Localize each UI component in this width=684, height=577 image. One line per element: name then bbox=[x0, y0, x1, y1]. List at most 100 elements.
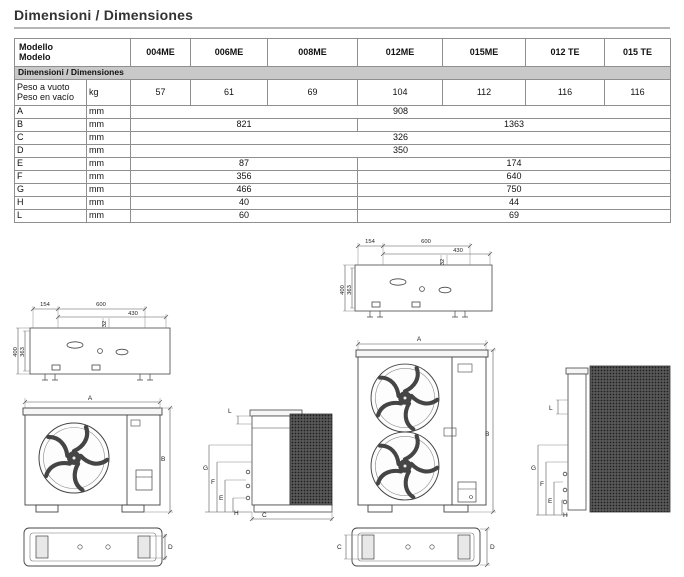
dim-row-label: B bbox=[14, 118, 87, 132]
dim-row-label: F bbox=[14, 170, 87, 184]
small-unit-top-view-drawing bbox=[16, 306, 171, 381]
weight-label-it: Peso a vuoto bbox=[17, 81, 70, 92]
weight-value: 69 bbox=[267, 79, 358, 106]
dim-label-400: 400 bbox=[13, 347, 19, 357]
weight-label-es: Peso en vacío bbox=[17, 91, 75, 102]
dim-label-E: E bbox=[548, 498, 553, 505]
dim-value-cell: 40 bbox=[130, 196, 358, 210]
model-header: 004ME bbox=[130, 38, 191, 67]
dim-label-B: B bbox=[161, 456, 165, 463]
dim-value-cell: 350 bbox=[130, 144, 671, 158]
dim-value-cell: 174 bbox=[357, 157, 671, 171]
weight-label: Peso a vuoto Peso en vacío bbox=[14, 79, 87, 106]
model-header: 015 TE bbox=[604, 38, 671, 67]
model-header: 012ME bbox=[357, 38, 443, 67]
dim-label-H: H bbox=[563, 512, 568, 519]
dim-row-label: C bbox=[14, 131, 87, 145]
weight-value: 104 bbox=[357, 79, 443, 106]
dim-row-label: E bbox=[14, 157, 87, 171]
model-header: 006ME bbox=[190, 38, 268, 67]
dim-row-label: A bbox=[14, 105, 87, 119]
dim-row-unit: mm bbox=[86, 157, 131, 171]
dim-row-unit: mm bbox=[86, 170, 131, 184]
table-row: H mm 40 44 bbox=[14, 196, 671, 210]
model-label-es: Modelo bbox=[19, 51, 51, 62]
section-header: Dimensioni / Dimensiones bbox=[14, 66, 671, 80]
dim-label-D: D bbox=[168, 544, 173, 551]
dim-value-cell: 44 bbox=[357, 196, 671, 210]
fan-icon bbox=[39, 423, 109, 493]
dim-label-600: 600 bbox=[421, 239, 431, 245]
dim-value-cell: 326 bbox=[130, 131, 671, 145]
model-header: 015ME bbox=[442, 38, 526, 67]
dim-label-363: 363 bbox=[20, 347, 26, 357]
dim-label-B: B bbox=[485, 431, 489, 438]
weight-value: 57 bbox=[130, 79, 191, 106]
weight-row: Peso a vuoto Peso en vacío kg 57 61 69 1… bbox=[14, 79, 671, 106]
weight-value: 116 bbox=[525, 79, 605, 106]
section-header-row: Dimensioni / Dimensiones bbox=[14, 66, 671, 80]
dim-value-cell: 821 bbox=[130, 118, 358, 132]
small-unit-side-view-drawing bbox=[205, 409, 335, 522]
dim-label-L: L bbox=[549, 405, 553, 412]
large-unit-base-view-drawing bbox=[344, 526, 490, 568]
dim-label-F: F bbox=[211, 479, 215, 486]
large-unit-side-view-drawing bbox=[536, 365, 671, 516]
table-row: L mm 60 69 bbox=[14, 209, 671, 223]
dim-label-E: E bbox=[219, 495, 224, 502]
small-unit-front-view-drawing bbox=[22, 398, 173, 515]
dim-label-32: 32 bbox=[440, 259, 446, 265]
dim-value-cell: 640 bbox=[357, 170, 671, 184]
dim-row-unit: mm bbox=[86, 131, 131, 145]
dim-label-A: A bbox=[88, 395, 93, 402]
dim-row-label: D bbox=[14, 144, 87, 158]
model-header: 008ME bbox=[267, 38, 358, 67]
dim-value-cell: 1363 bbox=[357, 118, 671, 132]
title-divider bbox=[14, 27, 670, 29]
dim-row-unit: mm bbox=[86, 196, 131, 210]
table-row: C mm 326 bbox=[14, 131, 671, 145]
dim-value-cell: 60 bbox=[130, 209, 358, 223]
dim-label-L: L bbox=[228, 408, 232, 415]
dim-row-unit: mm bbox=[86, 209, 131, 223]
small-unit-base-view-drawing bbox=[23, 527, 168, 567]
dim-row-unit: mm bbox=[86, 105, 131, 119]
dim-row-label: G bbox=[14, 183, 87, 197]
dim-label-430: 430 bbox=[453, 248, 463, 254]
model-label-it: Modello bbox=[19, 41, 53, 52]
table-row: D mm 350 bbox=[14, 144, 671, 158]
dim-row-unit: mm bbox=[86, 118, 131, 132]
dim-label-G: G bbox=[531, 465, 536, 472]
fan-icon bbox=[371, 364, 439, 432]
weight-unit: kg bbox=[86, 79, 131, 106]
dim-label-F: F bbox=[540, 481, 544, 488]
table-row: F mm 356 640 bbox=[14, 170, 671, 184]
dim-value-cell: 69 bbox=[357, 209, 671, 223]
dim-row-unit: mm bbox=[86, 144, 131, 158]
dim-label-C: C bbox=[262, 512, 267, 519]
weight-value: 112 bbox=[442, 79, 526, 106]
weight-value: 116 bbox=[604, 79, 671, 106]
dim-label-32: 32 bbox=[102, 321, 108, 327]
dim-label-D: D bbox=[490, 544, 495, 551]
dimensions-table: Modello Modelo 004ME 006ME 008ME 012ME 0… bbox=[14, 38, 671, 223]
technical-drawings: 154 600 430 32 400 363 154 600 430 32 40… bbox=[13, 239, 671, 568]
table-row: A mm 908 bbox=[14, 105, 671, 119]
dim-row-label: L bbox=[14, 209, 87, 223]
weight-value: 61 bbox=[190, 79, 268, 106]
table-header-row: Modello Modelo 004ME 006ME 008ME 012ME 0… bbox=[14, 38, 671, 67]
dim-row-label: H bbox=[14, 196, 87, 210]
model-header: 012 TE bbox=[525, 38, 605, 67]
dim-value-cell: 908 bbox=[130, 105, 671, 119]
table-row: B mm 821 1363 bbox=[14, 118, 671, 132]
large-unit-top-view-drawing bbox=[343, 243, 493, 318]
dim-label-430: 430 bbox=[128, 311, 138, 317]
dim-label-600: 600 bbox=[96, 302, 106, 308]
dim-value-cell: 466 bbox=[130, 183, 358, 197]
model-column-header: Modello Modelo bbox=[14, 38, 131, 67]
dim-label-G: G bbox=[203, 465, 208, 472]
dim-value-cell: 750 bbox=[357, 183, 671, 197]
table-row: G mm 466 750 bbox=[14, 183, 671, 197]
table-row: E mm 87 174 bbox=[14, 157, 671, 171]
dim-value-cell: 356 bbox=[130, 170, 358, 184]
